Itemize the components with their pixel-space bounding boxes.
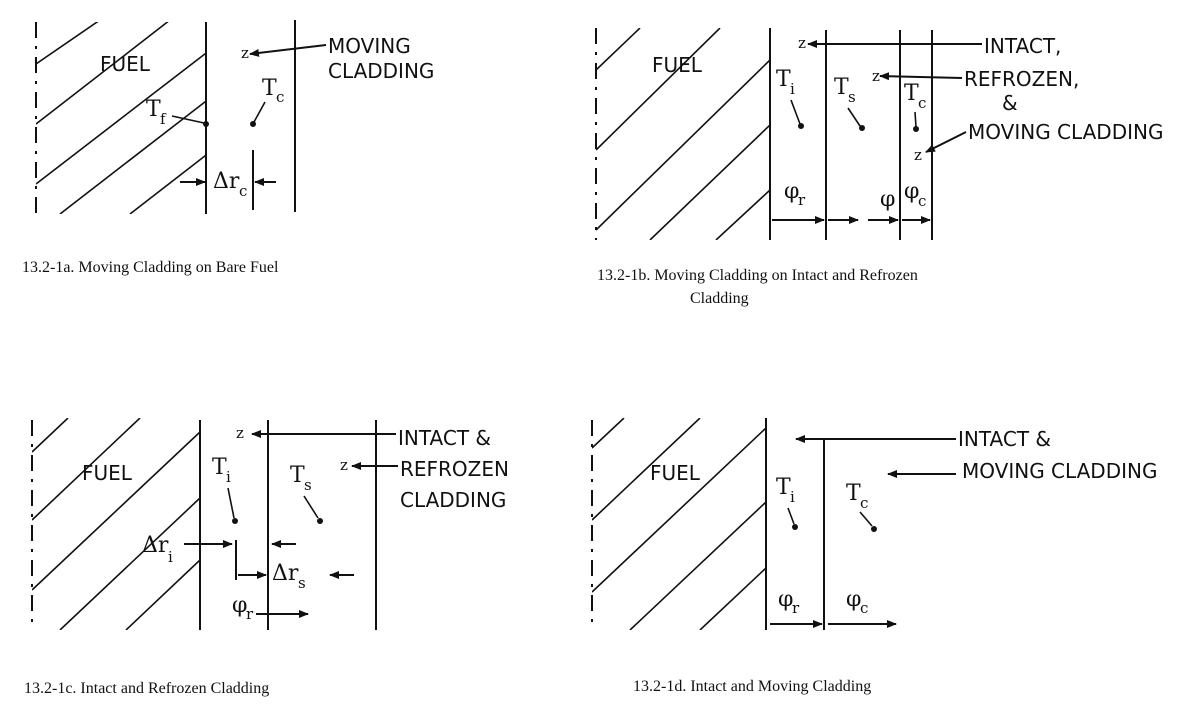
temp-intact-point xyxy=(798,123,804,129)
temp-intact-leader xyxy=(790,99,801,125)
caption-b-line2: Cladding xyxy=(690,290,749,307)
moving-label: MOVING xyxy=(328,34,411,58)
phi-r: φ xyxy=(784,179,799,204)
fuel-label: FUEL xyxy=(82,461,133,485)
temp-fuel-point xyxy=(203,121,209,127)
temp-refrozen-leader xyxy=(847,107,861,127)
delta-rs-sub: s xyxy=(298,574,306,592)
temp-moving: T xyxy=(846,481,861,506)
temp-fuel-sub: f xyxy=(160,110,167,128)
intact-label: INTACT & xyxy=(398,426,491,450)
temp-moving-sub: c xyxy=(860,494,868,512)
fuel-label: FUEL xyxy=(100,52,151,76)
panel-c: FUEL INTACT & REFROZEN CLADDING z z T i … xyxy=(31,418,509,630)
temp-fuel-leader xyxy=(171,115,205,124)
refrozen-label: REFROZEN xyxy=(400,457,509,481)
temp-refrozen-sub: s xyxy=(304,476,312,494)
phi-r-sub: r xyxy=(792,599,800,617)
intact-label: INTACT & xyxy=(958,427,1051,451)
temp-moving-sub: c xyxy=(918,94,926,112)
phi-r: φ xyxy=(232,593,247,618)
fuel-hatching xyxy=(36,22,206,214)
z-marker: z xyxy=(914,146,922,164)
temp-moving-point xyxy=(871,526,877,532)
temp-moving-leader xyxy=(859,511,873,527)
temp-moving-leader xyxy=(914,111,917,128)
temp-clad-point xyxy=(250,121,256,127)
temp-moving: T xyxy=(904,81,919,106)
panel-a: FUEL MOVING CLADDING z T f T c Δr c xyxy=(35,20,434,214)
temp-refrozen: T xyxy=(834,75,849,100)
temp-moving-point xyxy=(913,126,919,132)
fuel-hatching xyxy=(32,418,200,630)
temp-intact-leader xyxy=(787,507,795,525)
ampersand-label: & xyxy=(1002,91,1018,115)
caption-b-line1: 13.2-1b. Moving Cladding on Intact and R… xyxy=(597,267,918,284)
temp-intact-point xyxy=(792,524,798,530)
panel-b: FUEL INTACT, REFROZEN, & MOVING CLADDING… xyxy=(595,28,1163,240)
delta-rc: Δr xyxy=(213,169,240,194)
cladding-label: CLADDING xyxy=(328,59,434,83)
phi-c: φ xyxy=(846,587,861,612)
temp-intact: T xyxy=(212,455,227,480)
phi: φ xyxy=(880,187,895,212)
caption-d: 13.2-1d. Intact and Moving Cladding xyxy=(633,678,872,695)
intact-label: INTACT, xyxy=(984,34,1061,58)
fuel-hatching xyxy=(596,28,770,240)
temp-refrozen-sub: s xyxy=(848,88,856,106)
temp-refrozen-leader xyxy=(303,495,319,519)
phi-c: φ xyxy=(904,179,919,204)
delta-rc-sub: c xyxy=(239,182,247,200)
z-marker: z xyxy=(236,424,244,442)
phi-r: φ xyxy=(778,587,793,612)
phi-c-sub: c xyxy=(918,192,926,210)
temp-intact-sub: i xyxy=(226,468,231,486)
refrozen-label: REFROZEN, xyxy=(964,67,1079,91)
z-marker: z xyxy=(872,67,880,85)
fuel-label: FUEL xyxy=(650,461,701,485)
z-marker: z xyxy=(798,34,806,52)
temp-refrozen-point xyxy=(317,518,323,524)
temp-intact: T xyxy=(776,475,791,500)
panel-d: FUEL INTACT & MOVING CLADDING T i T c φ … xyxy=(591,418,1157,630)
temp-intact-leader xyxy=(227,487,235,519)
cladding-label: CLADDING xyxy=(400,488,506,512)
moving-cladding-label: MOVING CLADDING xyxy=(962,459,1157,483)
phi-r-sub: r xyxy=(246,605,254,623)
temp-clad-sub: c xyxy=(276,88,284,106)
caption-a: 13.2-1a. Moving Cladding on Bare Fuel xyxy=(22,259,279,276)
temp-intact-sub: i xyxy=(790,488,795,506)
phi-c-sub: c xyxy=(860,599,868,617)
delta-rs: Δr xyxy=(272,561,299,586)
temp-refrozen: T xyxy=(290,463,305,488)
refrozen-arrow xyxy=(879,72,963,81)
z-marker: z xyxy=(241,44,249,62)
phi-r-sub: r xyxy=(798,191,806,209)
z-marker: z xyxy=(340,456,348,474)
temp-intact-point xyxy=(232,518,238,524)
temp-fuel: T xyxy=(146,97,161,122)
delta-ri-sub: i xyxy=(168,548,173,566)
label-arrow xyxy=(249,44,327,57)
temp-clad-leader xyxy=(253,101,266,123)
caption-c: 13.2-1c. Intact and Refrozen Cladding xyxy=(24,680,270,697)
delta-ri: Δr xyxy=(142,533,169,558)
moving-cladding-label: MOVING CLADDING xyxy=(968,120,1163,144)
temp-intact-sub: i xyxy=(790,80,795,98)
fuel-hatching xyxy=(592,418,766,630)
temp-clad: T xyxy=(262,76,277,101)
moving-arrow xyxy=(925,131,967,153)
temp-intact: T xyxy=(776,67,791,92)
temp-refrozen-point xyxy=(859,125,865,131)
fuel-label: FUEL xyxy=(652,53,703,77)
